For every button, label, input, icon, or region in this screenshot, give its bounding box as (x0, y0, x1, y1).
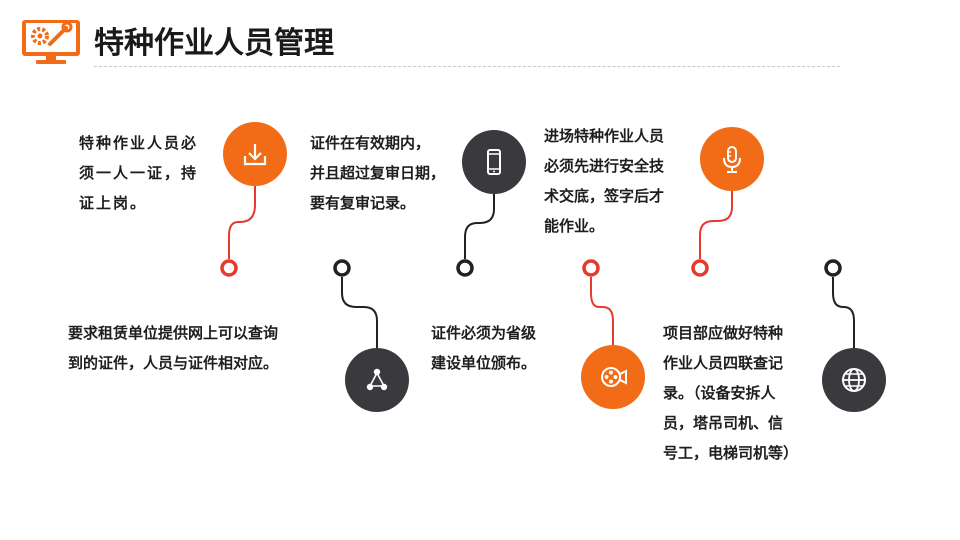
item-1-circle (223, 122, 287, 186)
item-4-circle (581, 345, 645, 409)
share-nodes-icon (366, 368, 388, 391)
timeline-dot (582, 259, 600, 277)
item-2-circle (345, 348, 409, 412)
download-icon (243, 144, 267, 166)
item-3-circle (462, 130, 526, 194)
page-title: 特种作业人员管理 (94, 26, 334, 61)
item-3-text: 证件在有效期内， 并且超过复审日期， 要有复审记录。 (310, 134, 446, 212)
timeline-dot (220, 259, 238, 277)
item-2-text: 要求租赁单位提供网上可以查询 到的证件，人员与证件相对应。 (68, 324, 279, 372)
microphone-icon (723, 146, 741, 173)
item-4-text: 证件必须为省级 建设单位颁布。 (431, 324, 537, 372)
item-5-text: 进场特种作业人员 必须先进行安全技 术交底，签字后才 能作业。 (544, 127, 665, 235)
header-divider (94, 66, 840, 67)
item-6-text: 项目部应做好特种 作业人员四联查记 录。（设备安拆人 员，塔吊司机、信 号工，电… (663, 324, 799, 462)
item-5-circle (700, 127, 764, 191)
smartphone-icon (487, 149, 501, 175)
timeline-dot (333, 259, 351, 277)
item-6-circle (822, 348, 886, 412)
timeline-dot (691, 259, 709, 277)
film-camera-icon (601, 367, 627, 387)
timeline-dot (824, 259, 842, 277)
monitor-gear-logo-icon (22, 20, 80, 64)
item-1-text: 特种作业人员必 须一人一证，持 证上岗。 (79, 134, 199, 212)
globe-icon (842, 368, 866, 392)
timeline-dot (456, 259, 474, 277)
